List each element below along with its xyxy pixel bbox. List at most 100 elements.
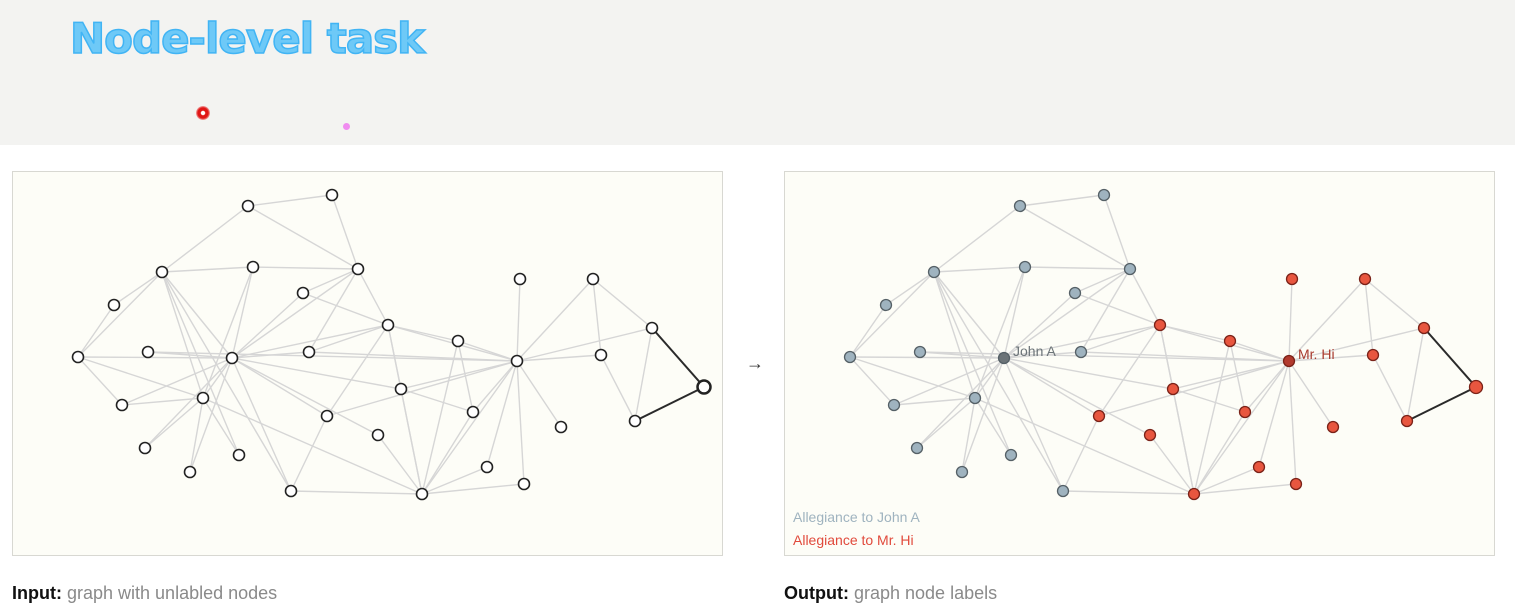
node-mr-hi	[1252, 460, 1266, 474]
graph-edge	[202, 266, 254, 399]
graph-edge	[1193, 483, 1297, 495]
node-mr-hi	[1285, 272, 1299, 286]
graph-node	[510, 354, 524, 368]
node-john-a	[1123, 262, 1137, 276]
graph-edge	[1024, 266, 1131, 270]
graph-edge	[516, 354, 602, 362]
graph-edge	[231, 357, 402, 390]
graph-node	[196, 391, 210, 405]
graph-edge	[849, 304, 887, 358]
node-john-a	[1013, 199, 1027, 213]
node-john-a	[1018, 260, 1032, 274]
graph-edge	[400, 360, 518, 390]
output-graph: John A Mr. Hi	[843, 188, 1484, 501]
graph-edge	[1003, 357, 1151, 436]
graph-edge	[1098, 360, 1290, 417]
slide-title: Node-level task	[69, 13, 426, 64]
graph-edge	[357, 268, 389, 326]
input-caption-text: graph with unlabled nodes	[67, 583, 278, 603]
graph-node	[246, 260, 260, 274]
graph-edge	[1003, 268, 1131, 359]
graph-node	[513, 272, 527, 286]
graph-edge	[377, 434, 423, 495]
graph-edge	[1003, 292, 1076, 359]
graph-edge	[1074, 268, 1131, 294]
graph-node	[554, 420, 568, 434]
graph-node	[155, 265, 169, 279]
input-caption: Input: graph with unlabled nodes	[12, 583, 277, 604]
output-caption-label: Output:	[784, 583, 849, 603]
node-john-a	[910, 441, 924, 455]
label-john-a: John A	[1013, 343, 1056, 359]
node-mr-hi	[1326, 420, 1340, 434]
graph-node	[225, 351, 239, 365]
graph-edge	[247, 205, 359, 270]
graph-node	[480, 460, 494, 474]
graph-edge	[592, 278, 653, 329]
node-mr-hi	[1400, 414, 1414, 428]
graph-node	[284, 484, 298, 498]
label-mr-hi: Mr. Hi	[1298, 346, 1335, 362]
graph-edge	[1244, 360, 1290, 413]
graph-edge	[113, 271, 163, 306]
graph-edge	[231, 351, 310, 359]
graph-edge	[326, 360, 518, 417]
graph-node	[302, 345, 316, 359]
graph-edge	[421, 411, 474, 495]
graph-edge	[849, 356, 1005, 359]
graph-edge	[1258, 360, 1290, 468]
node-john-a	[1004, 448, 1018, 462]
node-mr-hi	[1223, 334, 1237, 348]
graph-edge	[1019, 194, 1105, 207]
graph-edge	[161, 271, 204, 399]
graph-edge	[1193, 411, 1246, 495]
node-mr-hi	[1289, 477, 1303, 491]
graph-edge	[202, 357, 233, 399]
graph-edge	[121, 357, 233, 406]
graph-node	[586, 272, 600, 286]
node-john-a	[1097, 188, 1111, 202]
graph-edge	[961, 397, 976, 473]
graph-edge	[231, 357, 379, 436]
graph-edge	[1103, 194, 1131, 270]
graph-edge	[400, 388, 423, 495]
node-mr-hi	[1166, 382, 1180, 396]
graph-edge	[516, 278, 594, 362]
graph-edge	[1229, 340, 1290, 362]
graph-edge	[1193, 360, 1290, 495]
node-john-a	[1074, 345, 1088, 359]
graph-edge	[919, 351, 1290, 362]
graph-edge	[893, 357, 1005, 406]
graph-edge	[1372, 354, 1408, 422]
graph-node	[141, 345, 155, 359]
graph-node	[628, 414, 642, 428]
graph-edge	[77, 271, 163, 358]
node-john-a	[887, 398, 901, 412]
graph-edge	[1172, 388, 1195, 495]
graph-edge	[933, 271, 1005, 359]
graph-edge	[1288, 360, 1297, 485]
graph-edge	[326, 324, 389, 417]
graph-edge	[252, 266, 359, 270]
graph-edge	[472, 360, 518, 413]
graph-edge	[161, 271, 240, 456]
graph-node	[183, 465, 197, 479]
graph-node	[325, 188, 339, 202]
graph-edge	[308, 268, 359, 353]
graph-edge	[77, 356, 233, 359]
graph-edge	[1172, 360, 1290, 390]
graph-edge	[1288, 354, 1374, 362]
node-mr-hi	[1153, 318, 1167, 332]
graph-node	[107, 298, 121, 312]
graph-edge	[1080, 268, 1131, 353]
graph-edge	[893, 397, 976, 406]
node-mr-hi	[1187, 487, 1201, 501]
graph-node	[594, 348, 608, 362]
graph-edge	[161, 205, 249, 273]
graph-edge	[651, 327, 705, 388]
graph-edge	[421, 340, 459, 495]
graph-edge	[933, 205, 1021, 273]
graph-edge	[1406, 327, 1425, 422]
graph-edge	[189, 357, 233, 473]
graph-edge	[161, 271, 233, 359]
